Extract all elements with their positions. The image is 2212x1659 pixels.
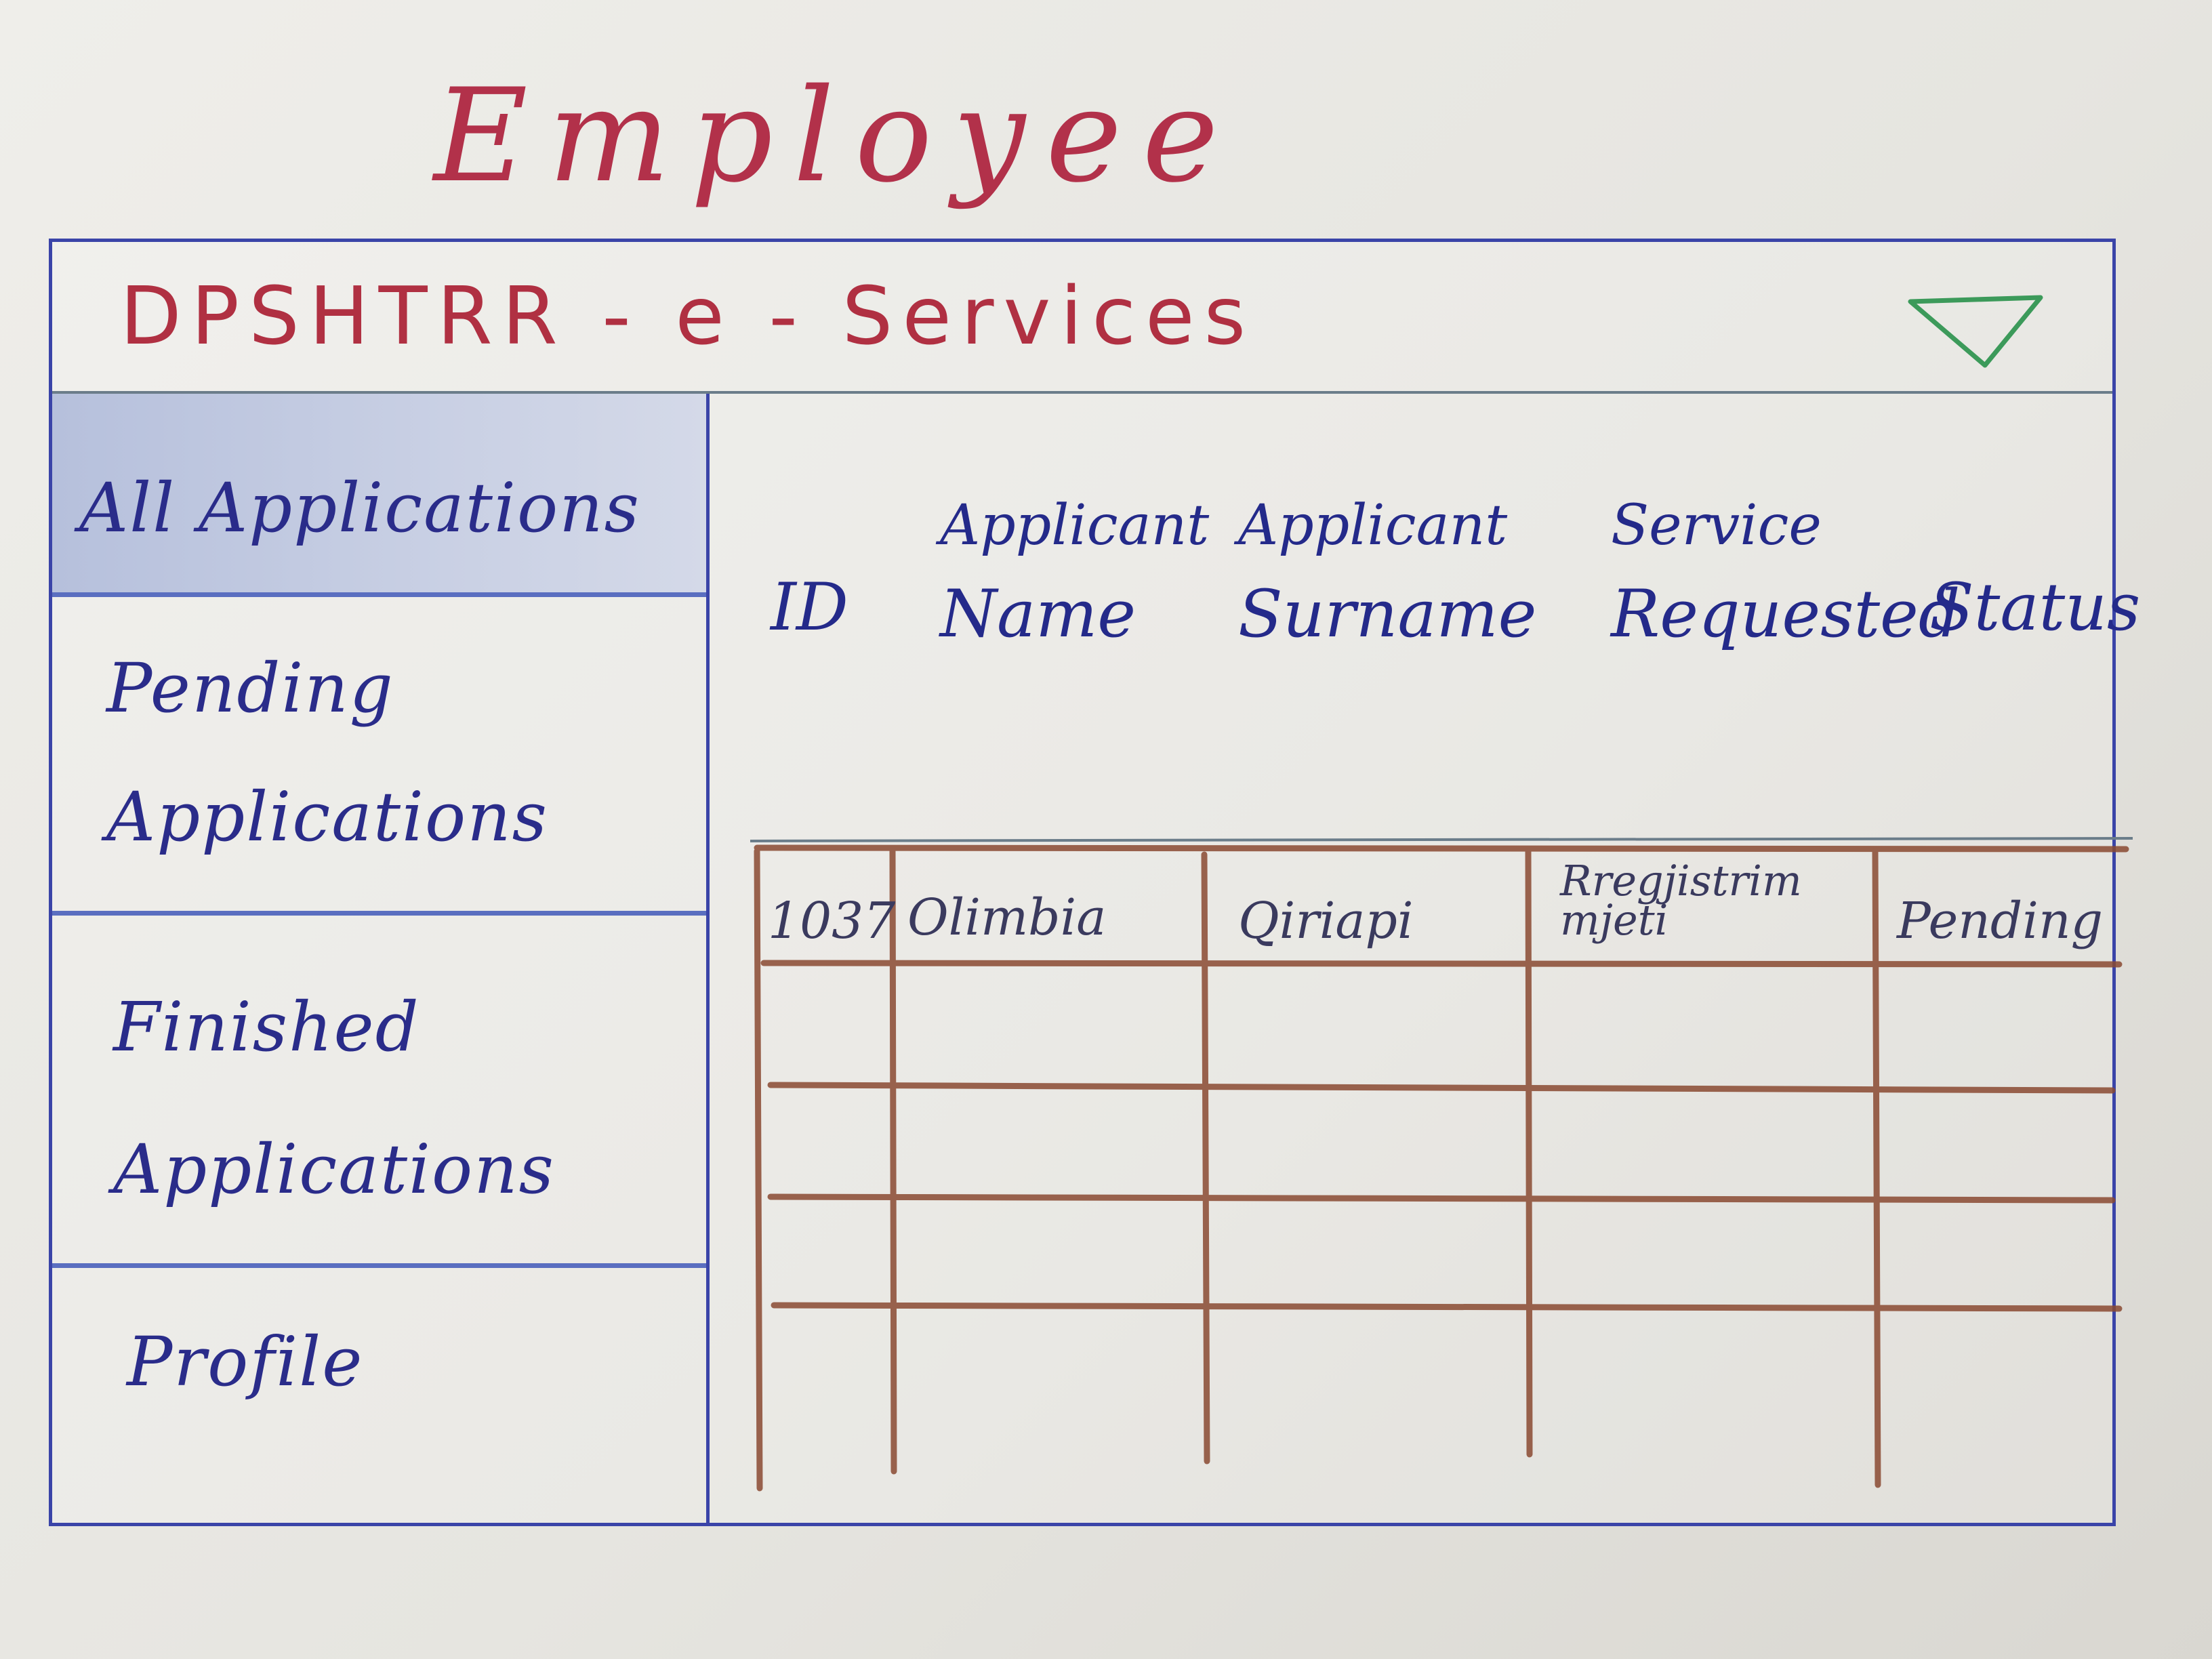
sidebar-item-profile[interactable]: Profile xyxy=(52,1268,706,1523)
column-header-applicant-surname: Applicant Surname xyxy=(1238,493,1537,652)
column-header-id: ID xyxy=(771,569,848,645)
sidebar-item-label: Profile xyxy=(127,1322,364,1401)
app-title: DPSHTRR - e - Services xyxy=(120,269,1256,363)
cell-applicant-surname: Qiriapi xyxy=(1238,892,1414,950)
app-header: DPSHTRR - e - Services xyxy=(52,242,2112,394)
cell-service-requested: Rregjistrim mjeti xyxy=(1560,856,1802,945)
sidebar-item-pending-applications[interactable]: Pending Applications xyxy=(52,597,706,916)
page-heading: Employee xyxy=(434,61,1239,211)
sidebar-item-label: Finished Applications xyxy=(113,987,555,1209)
sidebar-item-label: All Applications xyxy=(79,468,640,548)
applications-table-grid xyxy=(750,837,2133,1492)
cell-status: Pending xyxy=(1897,892,2103,950)
column-header-status: Status xyxy=(1929,569,2141,645)
cell-id: 1037 xyxy=(768,892,896,950)
sidebar: All Applications Pending Applications Fi… xyxy=(52,394,710,1523)
sidebar-item-label: Pending Applications xyxy=(106,649,548,857)
applications-panel: ID Applicant Name Applicant Surname Serv… xyxy=(737,394,2140,1523)
app-window: DPSHTRR - e - Services All Applications … xyxy=(49,239,2140,1526)
column-header-service-requested: Service Requested xyxy=(1611,493,1961,652)
column-header-applicant-name: Applicant Name xyxy=(940,493,1210,652)
sidebar-item-all-applications[interactable]: All Applications xyxy=(52,394,706,597)
cell-applicant-name: Olimbia xyxy=(907,888,1107,947)
chevron-down-icon[interactable] xyxy=(1905,289,2047,371)
sidebar-item-finished-applications[interactable]: Finished Applications xyxy=(52,916,706,1268)
